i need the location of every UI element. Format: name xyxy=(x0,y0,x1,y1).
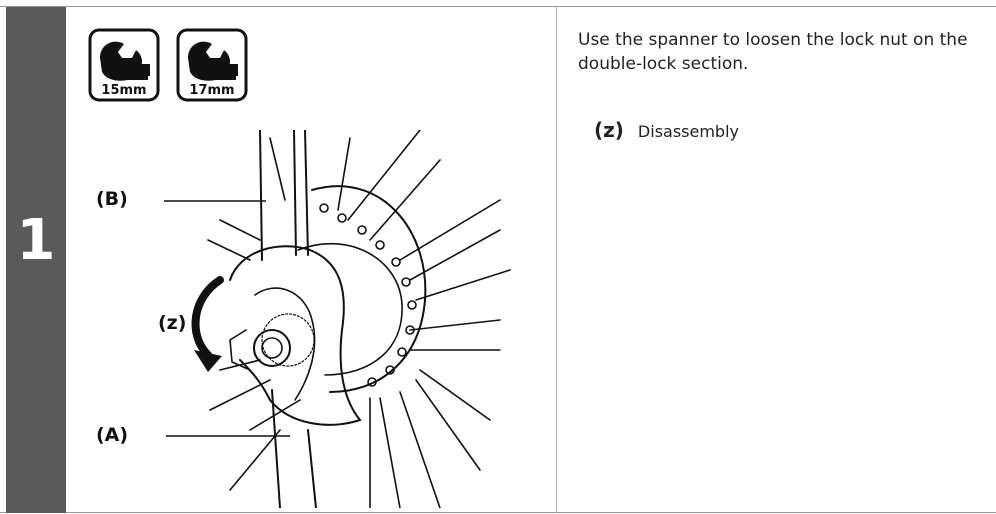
legend-key: (z) xyxy=(594,118,624,142)
tool-badge-15mm: 15mm xyxy=(88,28,160,102)
instruction-text: Use the spanner to loosen the lock nut o… xyxy=(578,30,968,74)
rotation-arrow-icon xyxy=(191,276,224,372)
top-divider xyxy=(0,6,996,7)
tool-size-label: 17mm xyxy=(189,83,235,98)
tool-size-label: 15mm xyxy=(101,83,147,98)
spanner-icon xyxy=(176,28,248,102)
hub-illustration xyxy=(80,130,540,508)
legend-item: (z) Disassembly xyxy=(594,118,739,142)
tool-badge-17mm: 17mm xyxy=(176,28,248,102)
spanner-icon xyxy=(88,28,160,102)
callout-a: (A) xyxy=(96,424,129,446)
bottom-divider xyxy=(0,512,996,513)
step-number: 1 xyxy=(16,208,56,273)
column-divider xyxy=(556,7,557,513)
legend-description: Disassembly xyxy=(637,122,739,141)
callout-z: (z) xyxy=(158,312,187,334)
callout-b: (B) xyxy=(96,188,128,210)
hub-drawing xyxy=(164,130,511,508)
step-bar xyxy=(6,7,66,513)
spoke-line xyxy=(337,137,351,211)
